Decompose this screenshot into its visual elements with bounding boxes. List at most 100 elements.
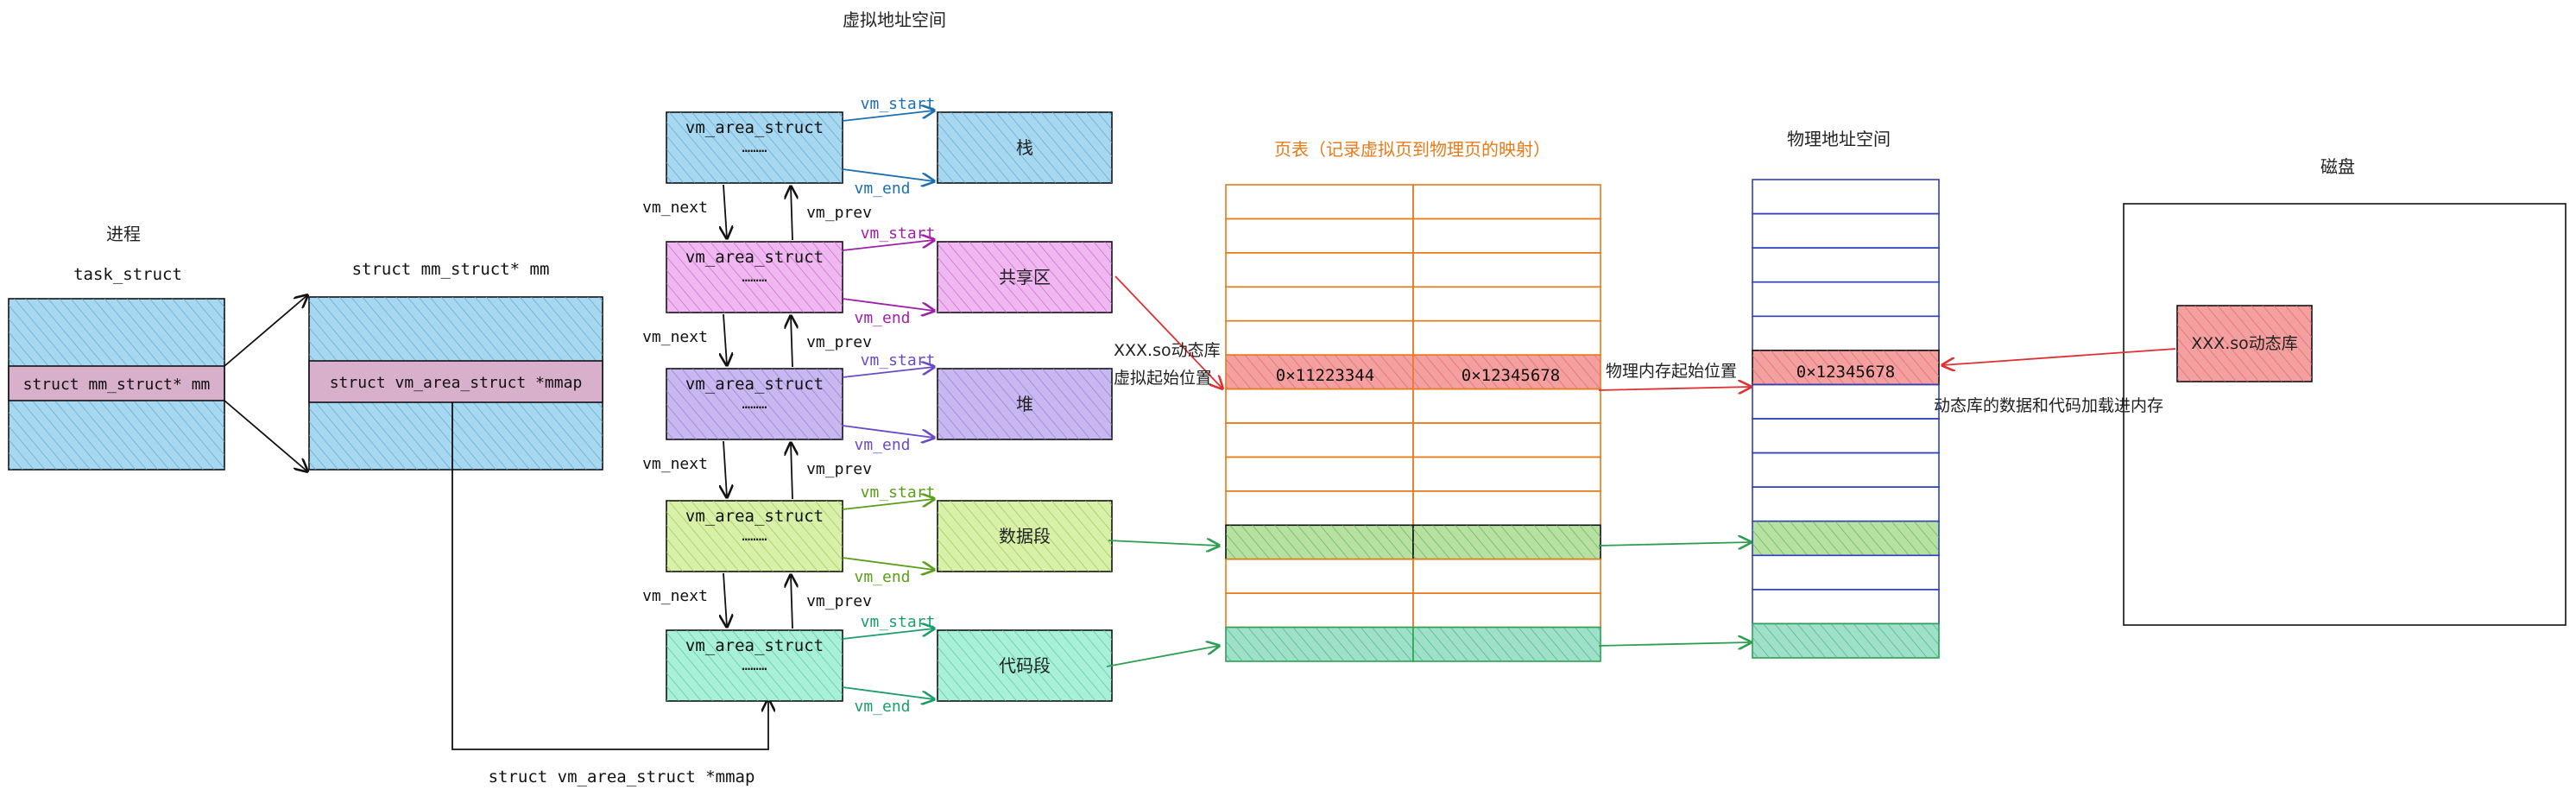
physical-page [1752, 315, 1940, 351]
physical-page [1752, 486, 1940, 522]
vma-dots: ……… [742, 395, 767, 412]
vm-prev-arrow [791, 443, 792, 500]
vm-start-arrow [842, 629, 934, 640]
vm-start-label: vm_start [861, 224, 936, 243]
lib-virtual-line1: XXX.so动态库 [1114, 341, 1221, 360]
vma-0: vm_area_struct ……… 栈 vm_start vm_end [666, 95, 1113, 198]
vm-start-label: vm_start [861, 95, 936, 113]
mmap-pointer-line [451, 402, 768, 750]
page-table-cell [1412, 218, 1601, 254]
vm-prev-label: vm_prev [806, 460, 872, 478]
disk-to-phys-arrow [1942, 348, 2176, 365]
physical-page [1752, 247, 1940, 283]
physical-page [1752, 452, 1940, 488]
page-table-cell [1412, 456, 1601, 492]
vm-end-label: vm_end [854, 568, 910, 586]
vm-end-label: vm_end [854, 436, 910, 454]
vma-name: vm_area_struct [685, 118, 824, 137]
page-table-cell [1225, 388, 1414, 424]
vma-name: vm_area_struct [685, 636, 824, 655]
vm-prev-label: vm_prev [806, 204, 872, 222]
vm-start-arrow [842, 111, 934, 122]
task-struct-title: task_struct [73, 265, 182, 284]
vm-start-arrow [842, 499, 934, 510]
vma-name: vm_area_struct [685, 507, 824, 526]
vm-end-label: vm_end [854, 180, 910, 198]
vm-end-arrow [842, 298, 934, 311]
vm-prev-label: vm_prev [806, 592, 872, 610]
page-table-cell [1225, 422, 1414, 458]
pt-to-phys-arrow [1598, 387, 1751, 390]
vm-next-arrow [723, 313, 727, 365]
memory-region: 栈 [937, 111, 1113, 184]
memory-region-label: 共享区 [999, 267, 1051, 287]
virtual-space-title: 虚拟地址空间 [843, 9, 946, 30]
data-to-pt-arrow [1108, 540, 1219, 546]
vma-link-2: vm_next vm_prev [642, 440, 872, 500]
vm-end-label: vm_end [854, 698, 910, 716]
page-table-cell [1412, 252, 1601, 288]
physical-page [1752, 554, 1940, 591]
vm-end-arrow [842, 168, 934, 181]
memory-region: 共享区 [937, 241, 1113, 313]
vm-next-label: vm_next [642, 199, 708, 217]
page-table-cell [1412, 490, 1601, 527]
pt-data-to-phys-arrow [1598, 542, 1751, 546]
vm-next-label: vm_next [642, 455, 708, 473]
pt-code-to-phys-arrow [1598, 642, 1751, 646]
page-table-cell [1412, 422, 1601, 458]
memory-region-label: 堆 [1016, 394, 1033, 414]
physical-page [1752, 281, 1940, 318]
vm-end-arrow [842, 557, 934, 570]
process-title: 进程 [106, 224, 141, 244]
vma-dots: ……… [742, 528, 767, 544]
page-table-cell [1225, 286, 1414, 322]
vma-dots: ……… [742, 139, 767, 155]
mm-struct-box: struct vm_area_struct *mmap [308, 296, 603, 471]
vm-next-label: vm_next [642, 587, 708, 605]
disk-title: 磁盘 [2320, 156, 2355, 177]
page-table-cell [1412, 388, 1601, 424]
shared-to-pt-arrow [1114, 275, 1222, 389]
vm-prev-arrow [791, 316, 792, 368]
vma-1: vm_area_struct……… 共享区 vm_start vm_end [666, 224, 1113, 327]
page-table-cell [1225, 218, 1414, 254]
page-table-cell [1225, 184, 1414, 220]
vm-start-label: vm_start [861, 613, 936, 631]
page-table-cell [1412, 592, 1601, 629]
vma-name: vm_area_struct [685, 375, 824, 394]
mm-struct-mmap-field: struct vm_area_struct *mmap [330, 374, 583, 392]
vma-name: vm_area_struct [685, 248, 824, 267]
disk-so-label: XXX.so动态库 [2191, 334, 2298, 353]
bottom-mmap-label: struct vm_area_struct *mmap [489, 768, 755, 787]
vm-start-arrow [842, 367, 934, 378]
vm-start-label: vm_start [861, 483, 936, 502]
task-to-mm-arrow-top [224, 295, 307, 367]
page-table-cell [1225, 252, 1414, 288]
page-table-title: 页表（记录虚拟页到物理页的映射） [1274, 139, 1550, 160]
memory-region: 数据段 [937, 500, 1113, 572]
page-table [1225, 184, 1601, 662]
vm-prev-arrow [791, 186, 792, 241]
vma-dots: ……… [742, 268, 767, 285]
vma-link-3: vm_next vm_prev [642, 572, 872, 629]
vm-next-arrow [723, 440, 727, 497]
page-table-cell [1225, 592, 1414, 629]
vm-next-arrow [723, 572, 727, 627]
page-table-cell [1412, 286, 1601, 322]
vm-prev-label: vm_prev [806, 333, 872, 351]
vm-start-arrow [842, 240, 934, 251]
page-table-cell [1225, 490, 1414, 527]
page-table-cell [1412, 319, 1601, 356]
physical-page [1752, 179, 1940, 215]
memory-region: 堆 [937, 368, 1113, 440]
memory-region-label: 代码段 [999, 655, 1051, 676]
task-to-mm-arrow-bottom [224, 400, 307, 471]
code-to-pt-arrow [1106, 646, 1219, 667]
vm-end-label: vm_end [854, 309, 910, 327]
memory-region-label: 栈 [1016, 137, 1033, 158]
